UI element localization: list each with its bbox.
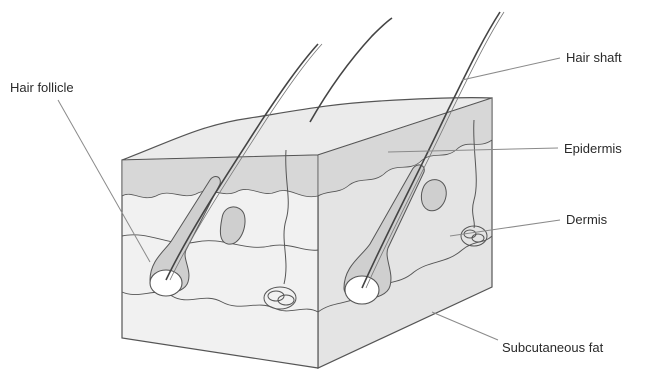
label-subcutaneous-fat: Subcutaneous fat xyxy=(502,340,604,355)
label-hair-follicle: Hair follicle xyxy=(10,80,74,95)
label-hair-shaft: Hair shaft xyxy=(566,50,622,65)
label-epidermis: Epidermis xyxy=(564,141,622,156)
label-dermis: Dermis xyxy=(566,212,608,227)
leader-subcutaneous-fat xyxy=(432,312,498,340)
